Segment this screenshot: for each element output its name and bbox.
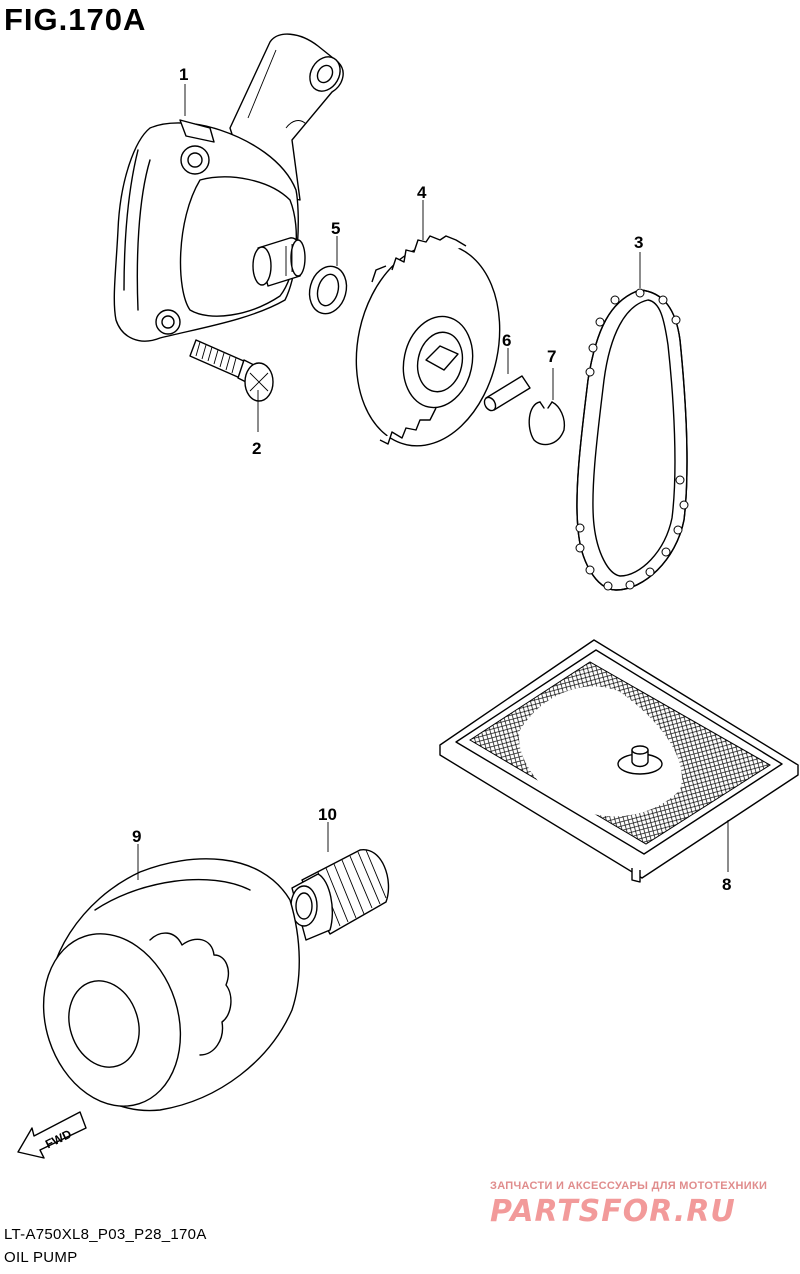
callout-9: 9 bbox=[132, 827, 141, 846]
dowel-pin[interactable] bbox=[482, 375, 531, 413]
callout-7: 7 bbox=[547, 347, 556, 366]
callout-6: 6 bbox=[502, 331, 511, 350]
watermark-logo: PARTSFOR.RU bbox=[490, 1194, 736, 1229]
callout-10: 10 bbox=[318, 805, 337, 824]
callout-8: 8 bbox=[722, 875, 731, 894]
fwd-arrow-icon: FWD bbox=[17, 1111, 87, 1159]
callout-4: 4 bbox=[417, 183, 427, 202]
sprocket[interactable] bbox=[338, 231, 517, 460]
oil-strainer[interactable] bbox=[439, 639, 799, 883]
circlip[interactable] bbox=[528, 401, 566, 446]
callout-5: 5 bbox=[331, 219, 340, 238]
watermark-tagline: ЗАПЧАСТИ И АКСЕССУАРЫ ДЛЯ МОТОТЕХНИКИ bbox=[490, 1180, 768, 1192]
callout-3: 3 bbox=[634, 233, 643, 252]
figure-name: OIL PUMP bbox=[4, 1249, 78, 1266]
figure-code: LT-A750XL8_P03_P28_170A bbox=[4, 1226, 207, 1243]
union-bolt[interactable] bbox=[290, 849, 390, 941]
figure-title: FIG.170A bbox=[4, 2, 147, 37]
leader-lines bbox=[137, 84, 729, 880]
pump-bolt[interactable] bbox=[189, 339, 274, 402]
washer[interactable] bbox=[304, 262, 351, 318]
oil-pump-body[interactable] bbox=[113, 33, 346, 342]
oil-filter[interactable] bbox=[22, 858, 300, 1124]
callout-2: 2 bbox=[252, 439, 261, 458]
drive-chain[interactable] bbox=[575, 288, 689, 591]
callout-1: 1 bbox=[179, 65, 188, 84]
